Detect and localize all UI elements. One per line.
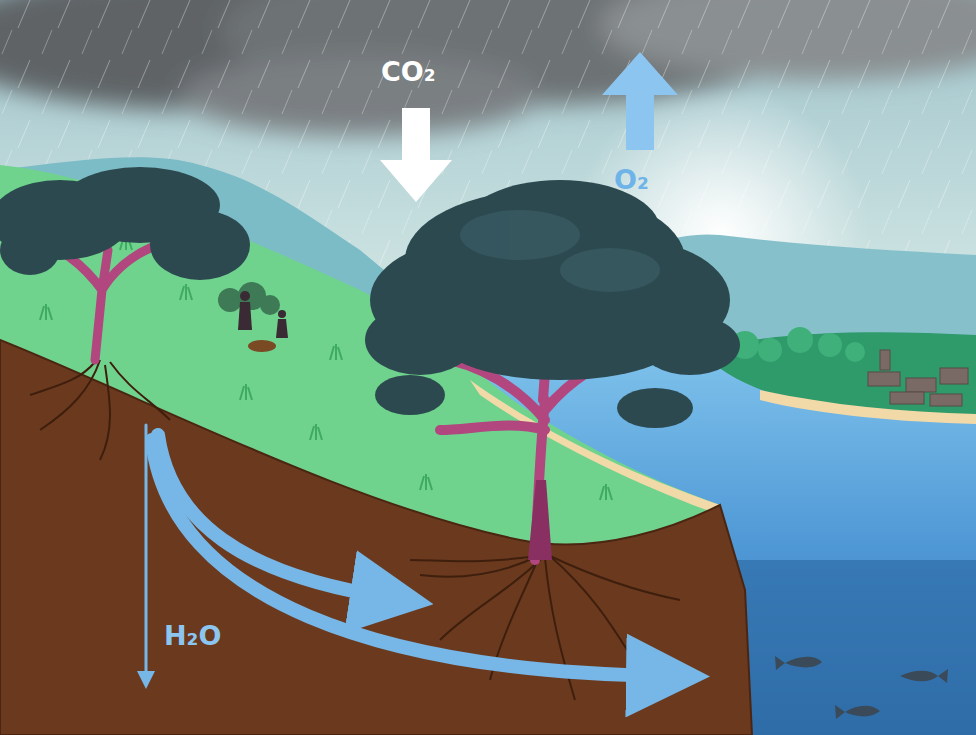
water-label: H₂O: [164, 622, 221, 649]
gas-label: O₂: [614, 166, 649, 193]
gas-label: CO₂: [381, 58, 436, 85]
